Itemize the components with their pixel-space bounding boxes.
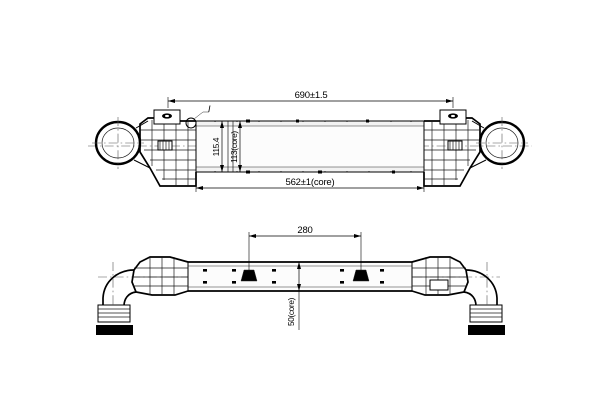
dimension-core-length-text: 562±1(core) [286,177,335,188]
dimension-tab-spacing: 280 [248,225,362,270]
plan-locator-tab-right [352,269,370,282]
right-tank-fitting [447,140,463,151]
plan-left-foot [96,325,133,335]
plan-right-ribbed-connector [469,304,503,323]
detail-marker-i: I [185,104,211,129]
core-band-markers [246,119,395,174]
core-block [195,119,425,174]
left-mounting-bracket [153,109,181,125]
plan-right-foot [468,325,505,335]
plan-left-tank-hatch [132,257,188,295]
dimension-core-depth-text: 50(core) [287,297,296,326]
dimension-overall-height: 115.4 [212,120,229,173]
dimension-core-length: 562±1(core) [195,172,425,192]
plan-left-ribbed-connector [97,304,131,323]
dimension-overall-height-text: 115.4 [212,137,221,156]
left-end-tank: I [92,104,211,187]
right-mounting-bracket [439,109,467,125]
right-end-tank [423,109,528,187]
left-tank-fitting [157,140,173,151]
dimension-core-height-text: 113(core) [230,131,239,163]
front-elevation-view: I [88,90,532,192]
detail-marker-label: I [208,104,211,114]
plan-locator-tab-left [240,269,258,282]
dimension-core-height: 113(core) [230,121,242,172]
plan-left-neck-assembly [96,256,189,335]
dimension-tab-spacing-text: 280 [297,225,312,236]
dimension-overall-length-text: 690±1.5 [295,90,328,101]
right-tank-hatch [424,118,480,186]
plan-right-neck-assembly [411,256,505,335]
dimension-core-depth: 50(core) [287,261,306,330]
right-outlet-flange [476,117,528,169]
left-inlet-flange [92,117,144,169]
plan-top-view: 280 50(core) [96,225,505,335]
dimension-overall-length: 690±1.5 [167,90,454,108]
plan-mounting-holes [203,269,384,284]
plan-right-tank-hatch [412,257,468,295]
plan-right-boss [429,279,449,291]
